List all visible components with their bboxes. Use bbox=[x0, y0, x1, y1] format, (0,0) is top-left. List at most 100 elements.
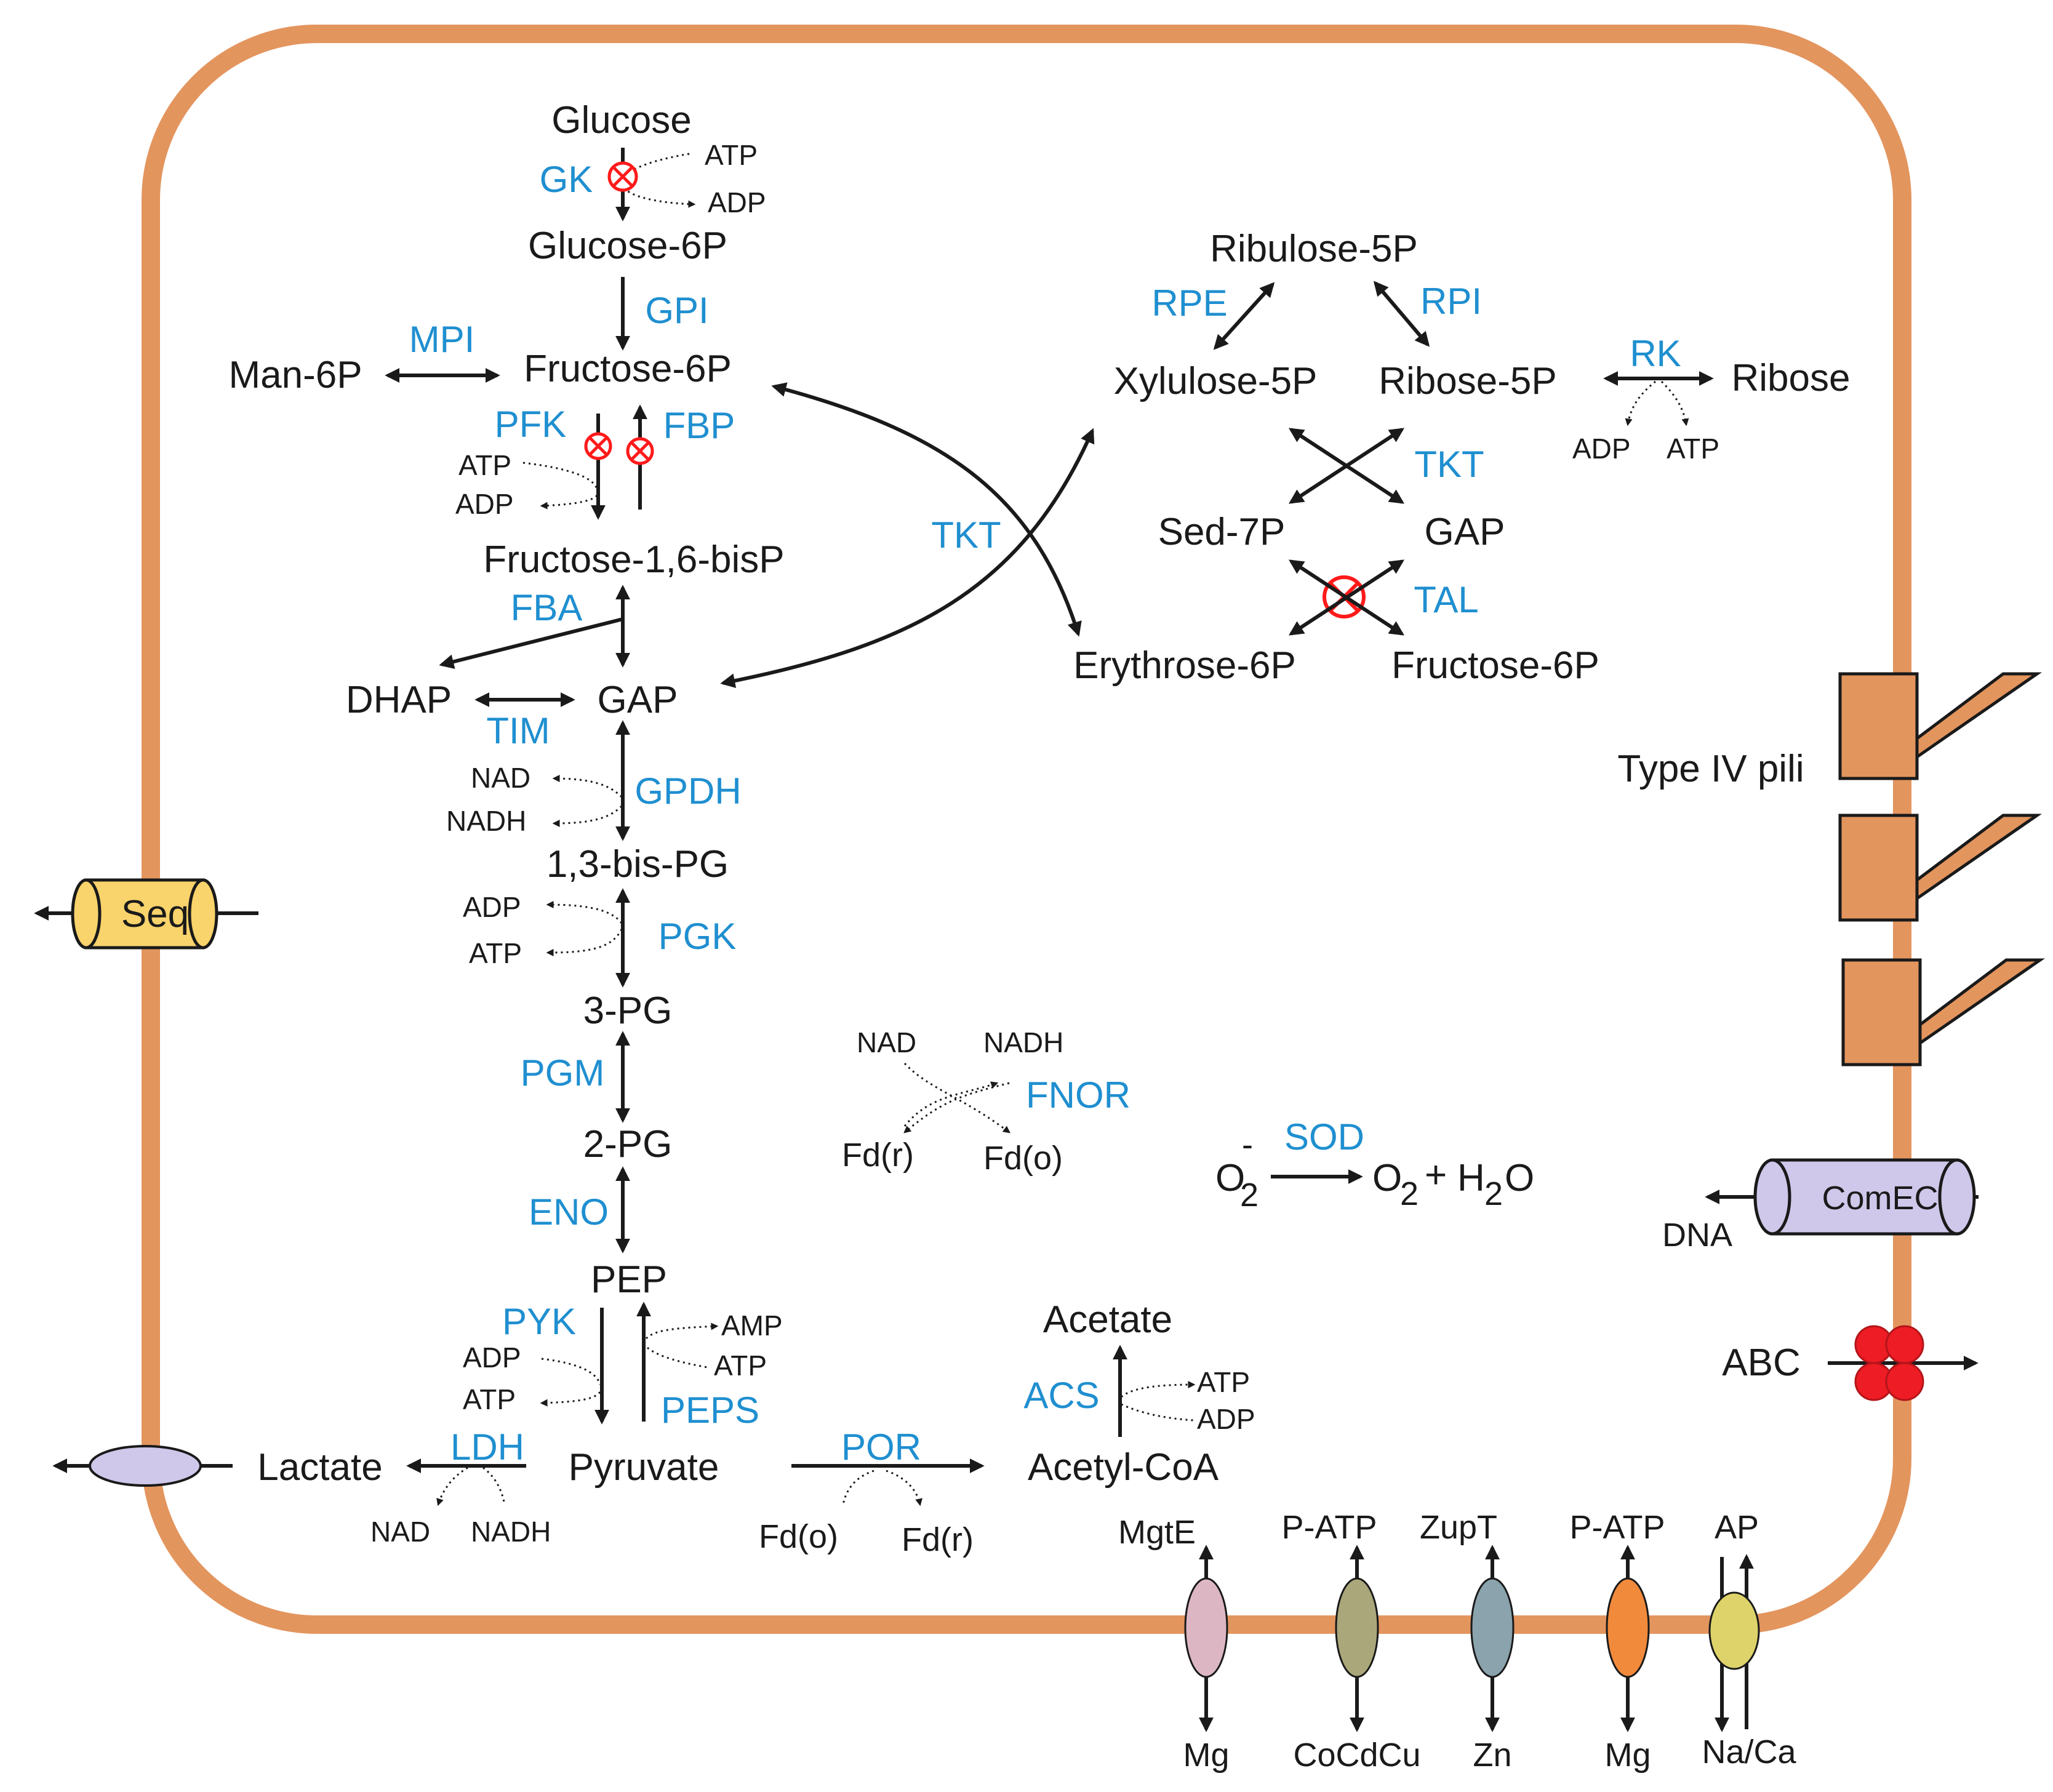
cofactor-pgk-adp: ADP bbox=[463, 891, 521, 923]
metabolite-fructose-6p: Fructose-6P bbox=[524, 348, 732, 390]
zupt-transporter: ZupT Zn bbox=[1420, 1509, 1515, 1774]
type-iv-pili: Type IV pili bbox=[1617, 672, 2046, 1066]
enzyme-rk: RK bbox=[1630, 333, 1681, 374]
metabolite-lactate: Lactate bbox=[257, 1446, 382, 1489]
transporter-zupt-substrate: Zn bbox=[1473, 1737, 1511, 1774]
cofactor-pgk-atp: ATP bbox=[469, 937, 522, 969]
metabolite-ribose-5p: Ribose-5P bbox=[1379, 360, 1556, 402]
inhibition-gk-icon bbox=[607, 161, 638, 192]
sod-superoxide: O bbox=[1215, 1157, 1245, 1199]
enzyme-rpe: RPE bbox=[1151, 282, 1227, 324]
cofactor-gpdh-nadh: NADH bbox=[446, 805, 526, 837]
transporter-patp2-substrate: Mg bbox=[1604, 1737, 1651, 1774]
metabolite-man-6p: Man-6P bbox=[228, 354, 362, 396]
enzyme-gk: GK bbox=[540, 159, 593, 200]
inhibition-pfk-icon bbox=[584, 432, 612, 460]
enzyme-tal: TAL bbox=[1414, 579, 1479, 620]
cofactor-por-fdr: Fd(r) bbox=[902, 1521, 974, 1558]
metabolite-fructose-6p-ppp: Fructose-6P bbox=[1391, 644, 1599, 687]
abc-transporter: ABC bbox=[1722, 1325, 1979, 1401]
metabolite-ribose: Ribose bbox=[1732, 357, 1851, 399]
cofactor-fnor-fdr: Fd(r) bbox=[842, 1137, 914, 1174]
metabolite-3-pg: 3-PG bbox=[583, 990, 673, 1032]
glycolysis-metabolites: Glucose Glucose-6P Man-6P Fructose-6P Fr… bbox=[228, 99, 1219, 1489]
cofactor-por-fdo: Fd(o) bbox=[759, 1518, 838, 1555]
sod-product-h-o: O bbox=[1505, 1157, 1534, 1199]
metabolite-acetate: Acetate bbox=[1043, 1298, 1172, 1341]
cofactor-fnor-nad: NAD bbox=[857, 1026, 916, 1058]
metabolite-acetyl-coa: Acetyl-CoA bbox=[1028, 1446, 1219, 1489]
metabolite-glucose-6p: Glucose-6P bbox=[528, 225, 727, 267]
label-dna: DNA bbox=[1662, 1217, 1732, 1254]
enzyme-acs: ACS bbox=[1023, 1375, 1099, 1416]
enzyme-peps: PEPS bbox=[661, 1390, 759, 1431]
sod-superoxide-charge: - bbox=[1242, 1126, 1253, 1163]
sod-superoxide-sub: 2 bbox=[1240, 1177, 1259, 1214]
transporter-patp1: P-ATP bbox=[1281, 1509, 1377, 1546]
enzyme-tkt-ppp: TKT bbox=[1414, 444, 1484, 485]
comec-transporter: ComEC DNA bbox=[1662, 1158, 1979, 1254]
seq-transporter: Seq bbox=[34, 878, 258, 950]
fnor-reaction: FNOR NAD NADH Fd(r) Fd(o) bbox=[842, 1026, 1131, 1177]
inhibition-fbp-icon bbox=[626, 437, 654, 465]
cofactor-peps-atp: ATP bbox=[714, 1350, 767, 1382]
metabolite-ribulose-5p: Ribulose-5P bbox=[1210, 228, 1418, 270]
cofactor-arcs bbox=[436, 153, 1196, 1506]
enzyme-pfk: PFK bbox=[495, 404, 567, 445]
enzyme-pgm: PGM bbox=[521, 1052, 605, 1094]
glycolysis-arrows bbox=[385, 148, 1127, 1473]
glycolysis-cofactors: ATP ADP ATP ADP NAD NADH ADP ATP ADP ATP… bbox=[370, 139, 1255, 1558]
enzyme-gpdh: GPDH bbox=[634, 770, 741, 812]
ppp-arrows bbox=[1213, 281, 1714, 636]
sod-product-o: O bbox=[1372, 1157, 1402, 1199]
transporter-comec: ComEC bbox=[1822, 1180, 1938, 1217]
cofactor-pyk-atp: ATP bbox=[463, 1383, 516, 1415]
lactate-transporter bbox=[52, 1445, 233, 1487]
enzyme-fnor: FNOR bbox=[1026, 1074, 1131, 1116]
lactate-transporter-icon bbox=[89, 1445, 202, 1487]
enzyme-eno: ENO bbox=[529, 1191, 609, 1233]
cofactor-acs-adp: ADP bbox=[1197, 1403, 1255, 1435]
metabolite-pep: PEP bbox=[591, 1258, 667, 1301]
metabolite-dhap: DHAP bbox=[346, 679, 452, 721]
metabolite-glucose: Glucose bbox=[551, 99, 691, 142]
enzyme-rpi: RPI bbox=[1420, 281, 1482, 322]
metabolite-pyruvate: Pyruvate bbox=[569, 1446, 719, 1489]
mgte-transporter: MgtE Mg bbox=[1118, 1514, 1230, 1774]
label-type-iv-pili: Type IV pili bbox=[1617, 748, 1804, 790]
enzyme-ldh: LDH bbox=[450, 1426, 524, 1468]
cofactor-acs-atp: ATP bbox=[1197, 1366, 1250, 1398]
patp2-transporter: P-ATP Mg bbox=[1569, 1509, 1665, 1774]
enzyme-pgk: PGK bbox=[658, 916, 737, 957]
sod-plus: + bbox=[1425, 1154, 1447, 1196]
rk-cofactors: ADP ATP bbox=[1572, 433, 1719, 465]
enzyme-por: POR bbox=[841, 1426, 921, 1468]
enzyme-fbp: FBP bbox=[663, 405, 735, 446]
ap-transporter: AP Na/Ca bbox=[1702, 1509, 1796, 1770]
cofactor-gk-atp: ATP bbox=[705, 139, 758, 171]
transporter-patp1-substrate: CoCdCu bbox=[1293, 1737, 1420, 1774]
cofactor-rk-atp: ATP bbox=[1667, 433, 1719, 465]
sod-product-o-sub: 2 bbox=[1400, 1175, 1419, 1212]
transporter-mgte-substrate: Mg bbox=[1183, 1737, 1229, 1774]
transporter-patp2: P-ATP bbox=[1569, 1509, 1665, 1546]
cofactor-ldh-nad: NAD bbox=[370, 1516, 430, 1548]
cofactor-ldh-nadh: NADH bbox=[471, 1516, 551, 1548]
enzyme-pyk: PYK bbox=[502, 1301, 576, 1342]
enzyme-fba: FBA bbox=[511, 587, 583, 628]
transporter-ap: AP bbox=[1715, 1509, 1759, 1546]
transporter-ap-substrate: Na/Ca bbox=[1702, 1734, 1796, 1770]
sod-product-h: H bbox=[1457, 1157, 1485, 1199]
metabolite-1-3-bis-pg: 1,3-bis-PG bbox=[546, 843, 729, 886]
enzyme-sod: SOD bbox=[1284, 1116, 1364, 1158]
cofactor-fnor-fdo: Fd(o) bbox=[983, 1140, 1063, 1177]
cofactor-fnor-nadh: NADH bbox=[983, 1026, 1063, 1058]
transporter-mgte: MgtE bbox=[1118, 1514, 1196, 1551]
transporter-zupt: ZupT bbox=[1420, 1509, 1497, 1546]
sod-product-h-sub: 2 bbox=[1484, 1175, 1503, 1212]
metabolite-fructose-1-6-bisp: Fructose-1,6-bisP bbox=[483, 538, 784, 581]
metabolite-xylulose-5p: Xylulose-5P bbox=[1114, 360, 1318, 402]
cofactor-pfk-adp: ADP bbox=[455, 488, 514, 520]
